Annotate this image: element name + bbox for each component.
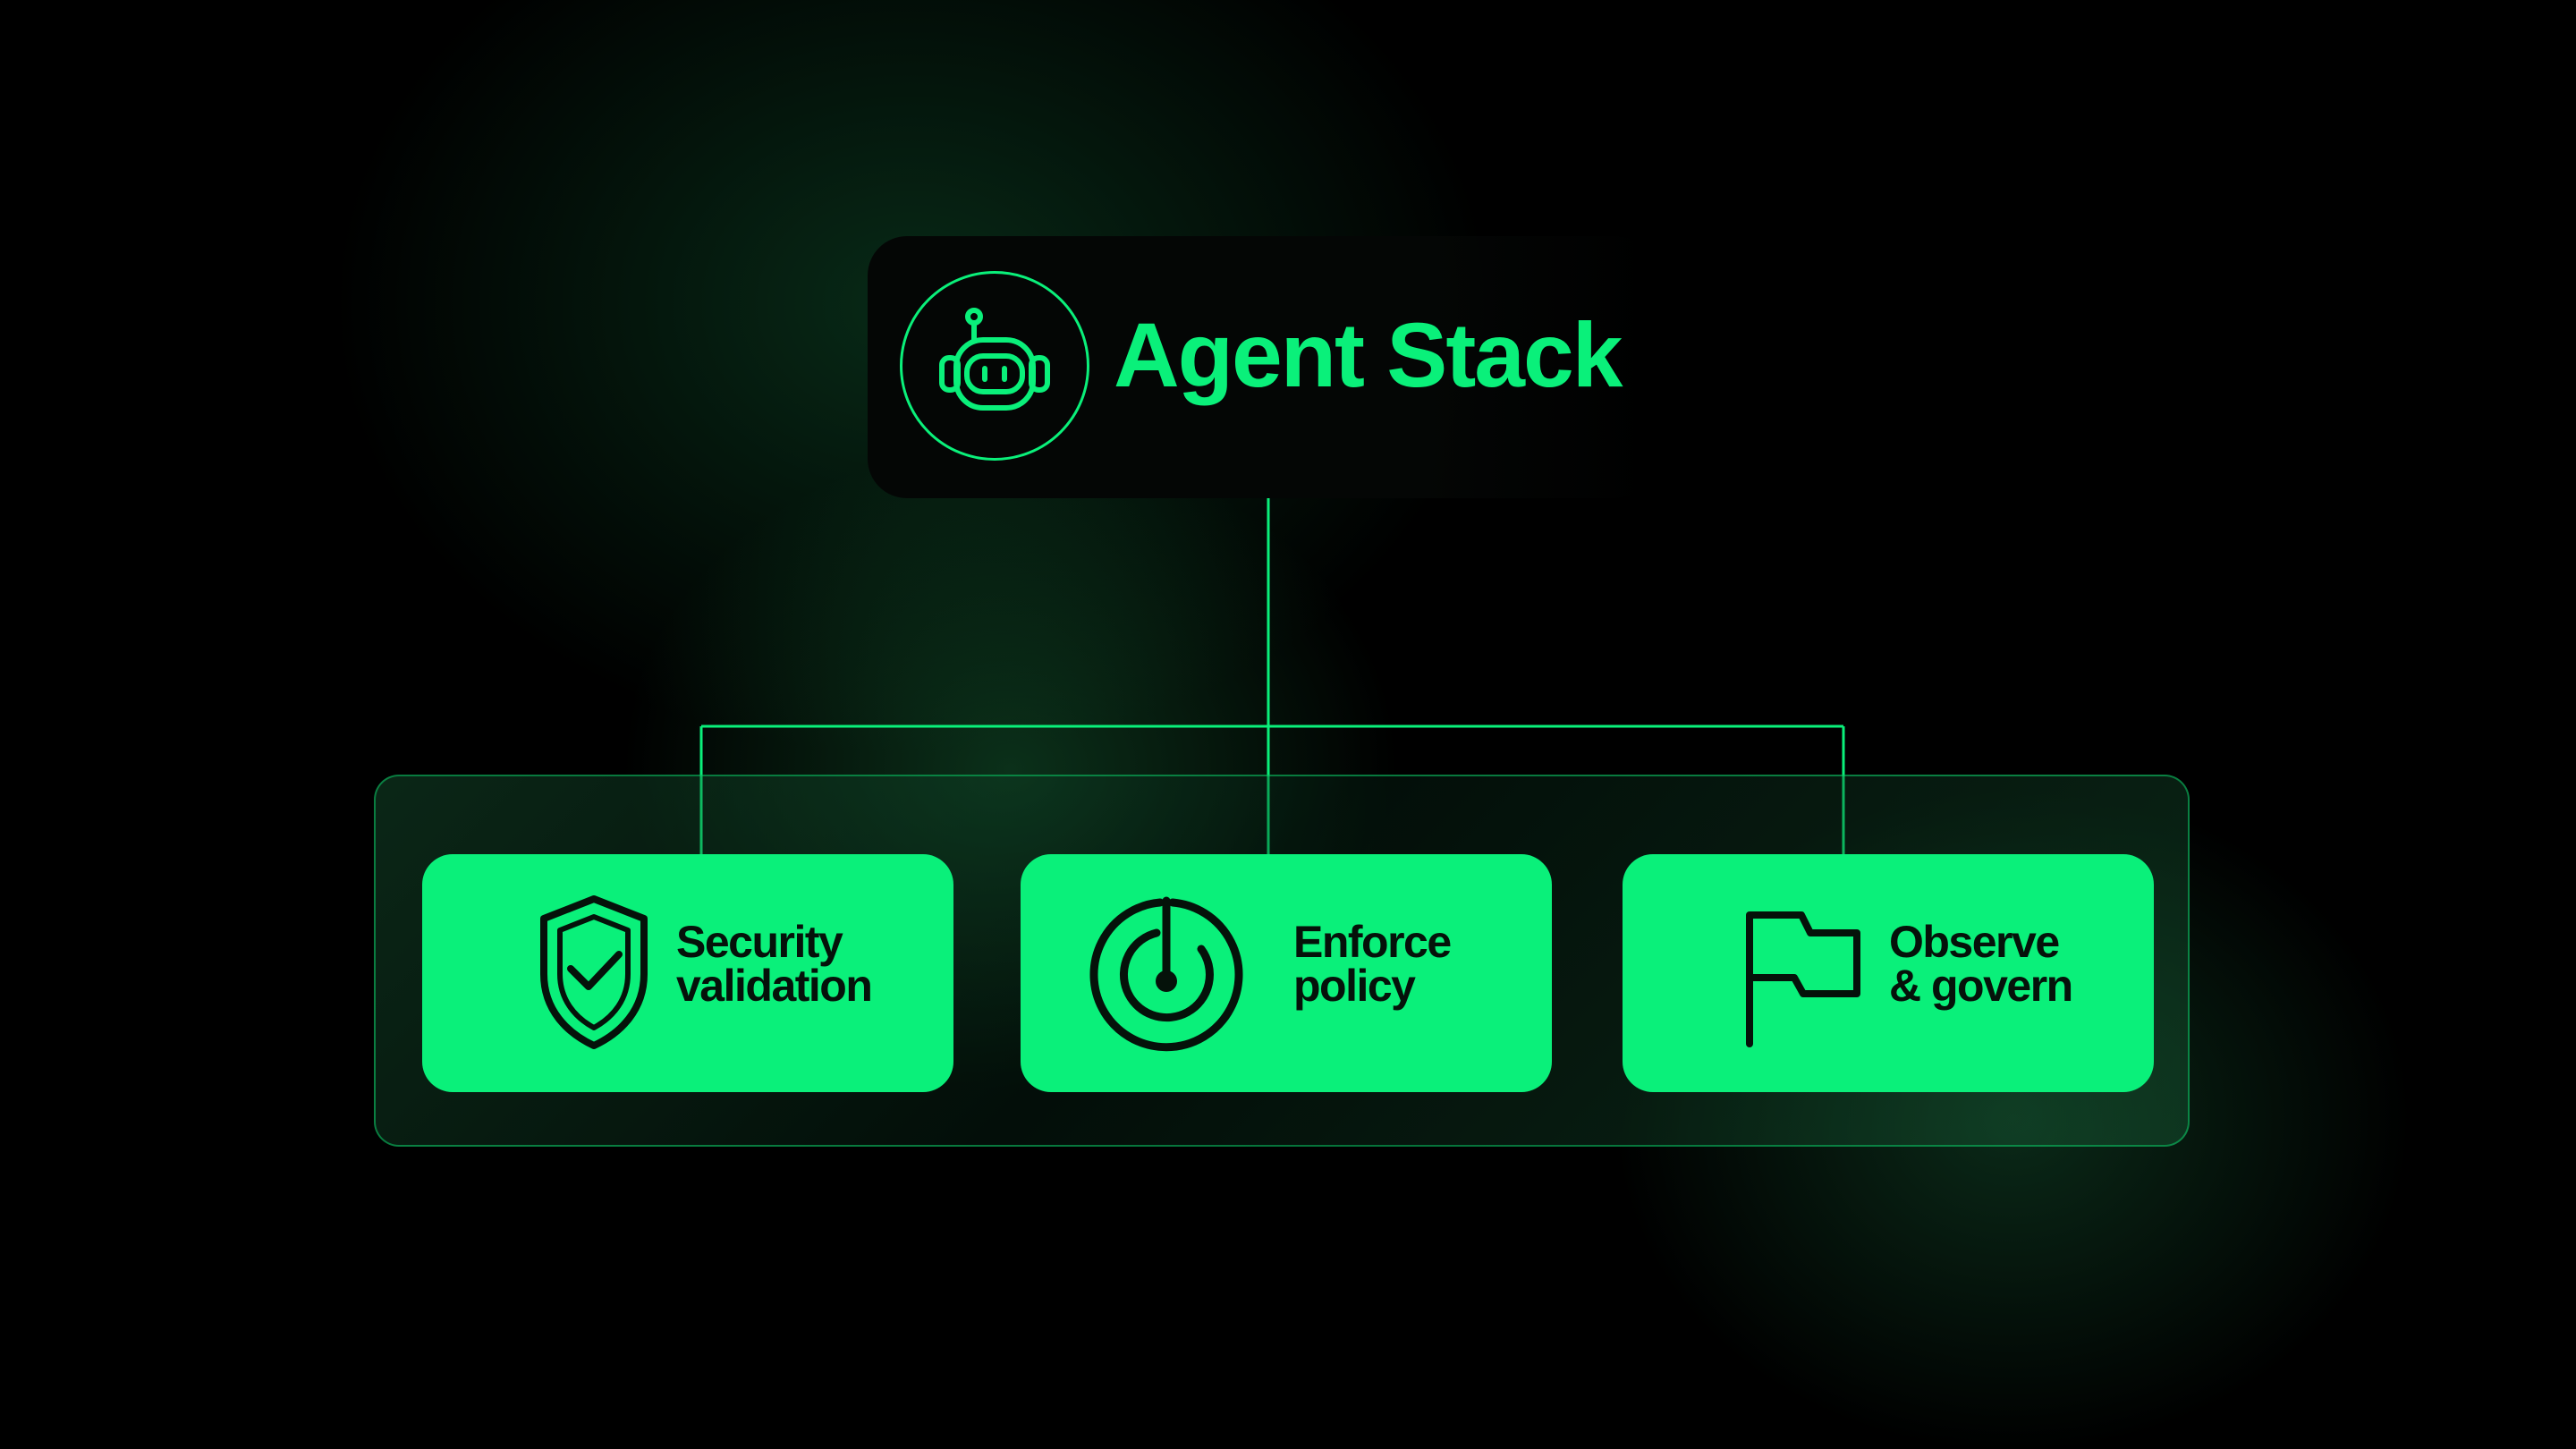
card-security-validation: Security validation [422,854,953,1092]
card-observe-govern: Observe & govern [1623,854,2154,1092]
robot-icon-badge [900,271,1089,461]
card-label-line1: Observe [1889,917,2060,967]
root-title: Agent Stack [1114,304,1623,406]
robot-icon [939,308,1050,411]
root-node: Agent Stack [868,236,1655,498]
card-label-line1: Security [676,917,843,967]
card-label-line2: validation [676,961,873,1011]
card-label: Enforce policy [1293,917,1452,1011]
shield-check-icon [540,895,648,1049]
card-label-line2: policy [1293,961,1416,1011]
card-label: Security validation [676,917,873,1011]
card-label: Observe & govern [1889,917,2073,1011]
target-power-icon [1089,896,1243,1052]
card-label-line2: & govern [1889,961,2073,1011]
card-enforce-policy: Enforce policy [1021,854,1552,1092]
flag-icon [1746,911,1860,1047]
card-label-line1: Enforce [1293,917,1452,967]
